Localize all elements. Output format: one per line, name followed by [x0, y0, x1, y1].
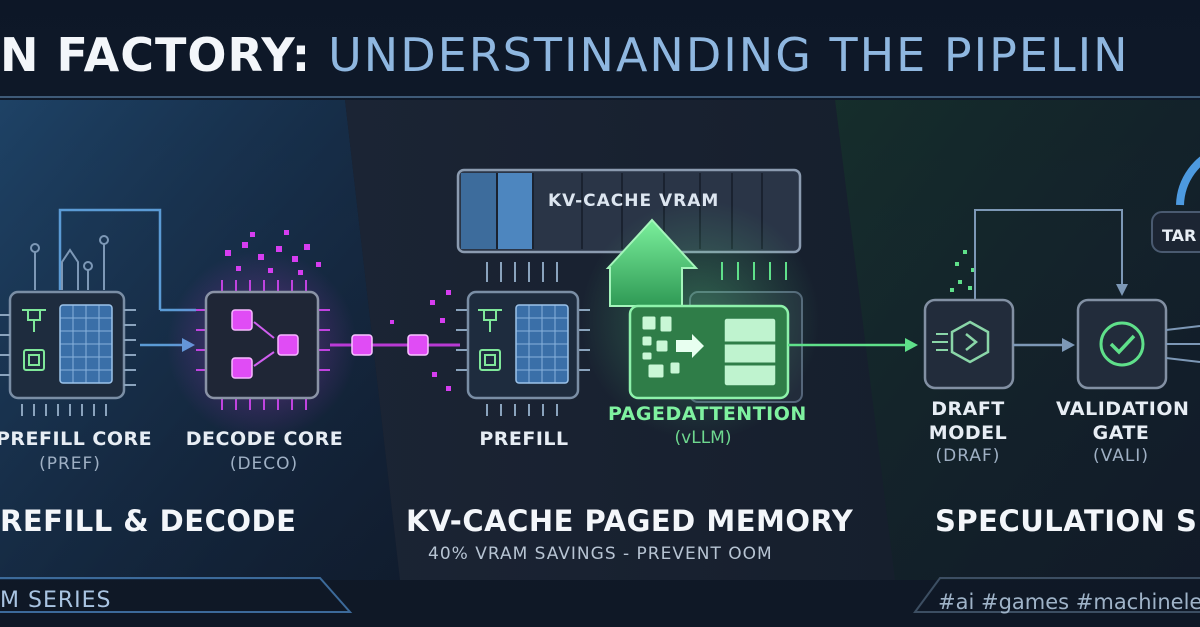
prefill-label: PREFILL: [479, 428, 569, 450]
draft-model-abbr: (DRAF): [935, 446, 1001, 466]
paged-attention-abbr: (vLLM): [674, 428, 732, 448]
prefill-chip: [456, 262, 590, 416]
footer-left-frame: [0, 577, 353, 613]
paged-attention-label: PAGEDATTENTION: [608, 403, 807, 425]
page-title: N FACTORY: UNDERSTINANDING THE PIPELIN: [0, 28, 1130, 88]
validation-gate-label-line1: VALIDATION: [1056, 398, 1190, 420]
section-subheading-kv-cache: 40% VRAM SAVINGS - PREVENT OOM: [428, 544, 773, 564]
hashtags: #ai #games #machinelea: [938, 590, 1200, 614]
prefill-core-abbr: (PREF): [39, 454, 101, 474]
prefill-core-chip: [0, 208, 196, 416]
draft-model-label-line1: DRAFT: [931, 398, 1005, 420]
section-heading-speculation: SPECULATION SP: [935, 504, 1200, 538]
decode-core-label: DECODE CORE: [185, 428, 344, 450]
title-part2: UNDERSTINANDING THE PIPELIN: [328, 28, 1130, 82]
validation-gate-label-line2: GATE: [1092, 422, 1150, 444]
target-label: TAR: [1162, 226, 1197, 245]
decode-core-chip: [167, 230, 357, 440]
validation-gate-abbr: (VALI): [1093, 446, 1149, 466]
series-label: M SERIES: [0, 588, 112, 613]
target-gauge: [1151, 156, 1200, 253]
draft-model-label-line2: MODEL: [928, 422, 1008, 444]
section-heading-prefill-decode: REFILL & DECODE: [0, 504, 297, 538]
panel-speculation: [835, 100, 1200, 580]
prefill-core-label: PREFILL CORE: [0, 428, 153, 450]
paged-attention-block: [580, 200, 820, 440]
section-heading-kv-cache: KV-CACHE PAGED MEMORY: [406, 504, 854, 538]
kv-cache-vram-label: KV-CACHE VRAM: [548, 191, 720, 211]
validation-gate-chip: [1076, 298, 1200, 390]
title-part1: N FACTORY:: [0, 28, 312, 82]
footer-right-frame: [913, 577, 1200, 613]
decode-core-abbr: (DECO): [229, 454, 299, 474]
token-stream: [330, 290, 460, 391]
